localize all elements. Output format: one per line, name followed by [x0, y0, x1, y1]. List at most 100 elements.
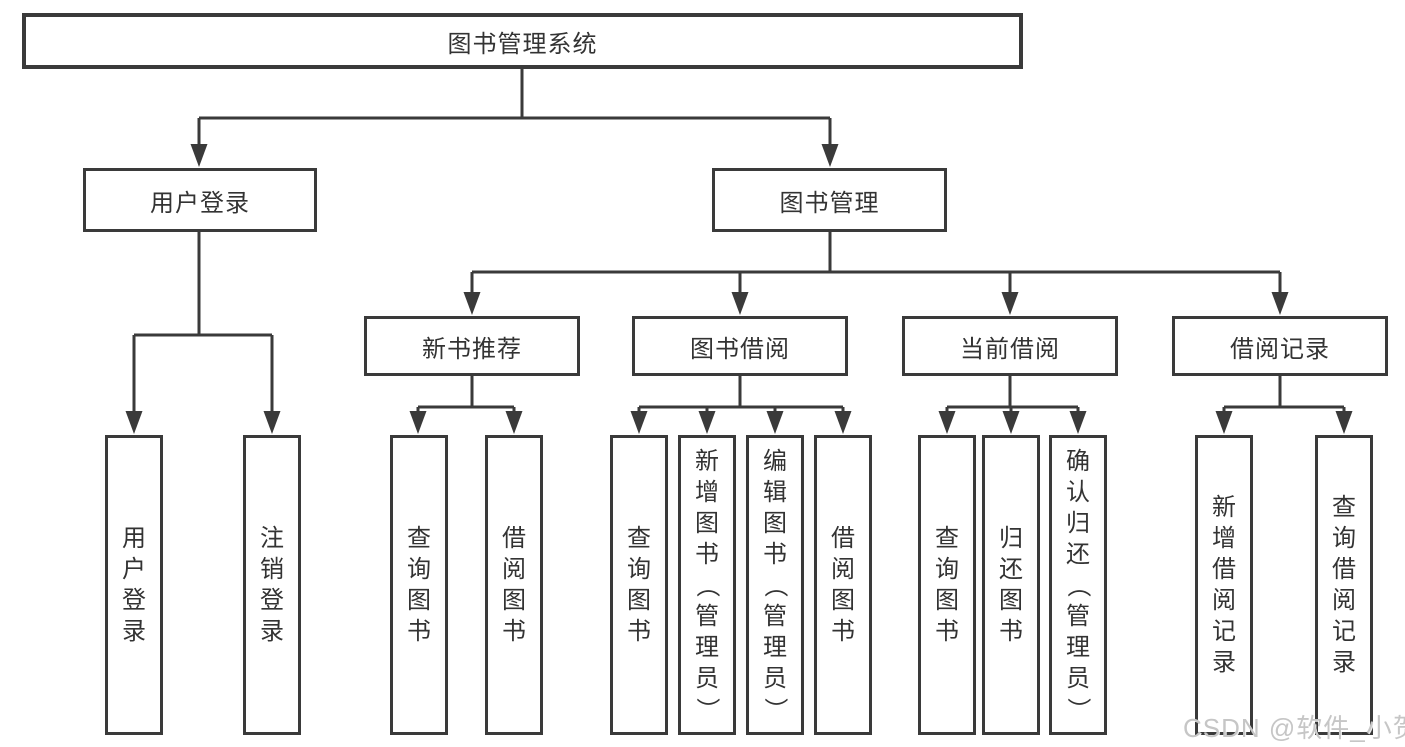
leaf-confirm-return-admin-label: 确认归还（管理员）	[1065, 446, 1092, 725]
vertical-char: 管	[695, 602, 719, 630]
arrowhead	[1271, 292, 1289, 315]
leaf-return-books-label: 归还图书	[999, 523, 1023, 647]
vertical-char: 录	[122, 618, 146, 645]
leaf-edit-books-admin: 编辑图书（管理员）	[746, 435, 804, 735]
connector-user-login-children	[125, 232, 281, 434]
vertical-char: 询	[1332, 525, 1356, 552]
vertical-char: 查	[935, 525, 959, 552]
node-user-login: 用户登录	[83, 168, 317, 232]
leaf-query-books-borrow-label: 查询图书	[627, 523, 651, 647]
leaf-query-books-borrow: 查询图书	[610, 435, 668, 735]
vertical-char: 查	[1332, 494, 1356, 521]
vertical-char: 员	[1066, 664, 1090, 692]
arrowhead	[463, 292, 481, 315]
leaf-query-books-recommend-label: 查询图书	[407, 523, 431, 647]
leaf-edit-books-admin-label: 编辑图书（管理员）	[762, 446, 789, 725]
vertical-char: 还	[999, 556, 1023, 583]
vertical-char: 理	[1066, 633, 1090, 661]
vertical-char: ）	[693, 697, 721, 721]
vertical-char: 管	[1066, 602, 1090, 630]
connector-line	[470, 232, 1282, 295]
connector-borrow-records-children	[1215, 376, 1353, 434]
leaf-confirm-return-admin: 确认归还（管理员）	[1049, 435, 1107, 735]
arrowhead	[834, 411, 852, 434]
node-book-borrow-label: 图书借阅	[690, 335, 790, 363]
node-system-root: 图书管理系统	[22, 13, 1023, 69]
vertical-char: ）	[1064, 697, 1092, 721]
vertical-char: 阅	[1212, 587, 1236, 614]
vertical-char: 借	[502, 525, 526, 552]
leaf-add-borrow-record-label: 新增借阅记录	[1212, 492, 1236, 678]
vertical-char: 书	[407, 618, 431, 645]
leaf-borrow-books: 借阅图书	[814, 435, 872, 735]
arrowhead	[821, 144, 839, 167]
vertical-char: 录	[1212, 649, 1236, 676]
arrowhead	[1001, 292, 1019, 315]
vertical-char: 销	[260, 556, 284, 583]
arrowhead	[1215, 411, 1233, 434]
arrowhead	[125, 411, 143, 434]
connector-line	[1222, 376, 1346, 414]
leaf-user-login: 用户登录	[105, 435, 163, 735]
vertical-char: 阅	[831, 556, 855, 583]
vertical-char: 编	[763, 447, 787, 475]
arrowhead	[731, 292, 749, 315]
leaf-query-borrow-record: 查询借阅记录	[1315, 435, 1373, 735]
arrowhead	[505, 411, 523, 434]
vertical-char: 辑	[763, 478, 787, 506]
leaf-logout: 注销登录	[243, 435, 301, 735]
vertical-char: 员	[763, 664, 787, 692]
vertical-char: 归	[1066, 509, 1090, 537]
node-book-management: 图书管理	[712, 168, 947, 232]
leaf-user-login-label: 用户登录	[122, 523, 146, 647]
connector-book-management-groups	[463, 232, 1289, 315]
vertical-char: 借	[1212, 556, 1236, 583]
leaf-query-books-recommend: 查询图书	[390, 435, 448, 735]
node-borrow-records-label: 借阅记录	[1230, 335, 1330, 363]
node-system-root-label: 图书管理系统	[447, 30, 598, 58]
arrowhead	[766, 411, 784, 434]
vertical-char: 图	[763, 509, 787, 537]
leaf-logout-label: 注销登录	[260, 523, 284, 647]
vertical-char: 图	[502, 587, 526, 614]
vertical-char: 员	[695, 664, 719, 692]
vertical-char: 询	[935, 556, 959, 583]
vertical-char: 书	[999, 618, 1023, 645]
vertical-char: 询	[407, 556, 431, 583]
vertical-char: 确	[1066, 447, 1090, 475]
vertical-char: 阅	[502, 556, 526, 583]
vertical-char: （	[1064, 573, 1092, 597]
vertical-char: （	[693, 573, 721, 597]
leaf-add-books-admin-label: 新增图书（管理员）	[694, 446, 721, 725]
node-borrow-records: 借阅记录	[1172, 316, 1388, 376]
connector-current-borrow-children	[938, 376, 1087, 434]
arrowhead	[698, 411, 716, 434]
arrowhead	[630, 411, 648, 434]
vertical-char: 查	[627, 525, 651, 552]
vertical-char: 记	[1332, 618, 1356, 645]
leaf-query-books-current-label: 查询图书	[935, 523, 959, 647]
vertical-char: 户	[122, 556, 146, 583]
vertical-char: 查	[407, 525, 431, 552]
vertical-char: 借	[1332, 556, 1356, 583]
vertical-char: 图	[999, 587, 1023, 614]
vertical-char: 注	[260, 525, 284, 552]
arrowhead	[1335, 411, 1353, 434]
vertical-char: 书	[627, 618, 651, 645]
vertical-char: 借	[831, 525, 855, 552]
leaf-borrow-books-recommend: 借阅图书	[485, 435, 543, 735]
connector-book-borrow-children	[630, 376, 852, 434]
connector-line	[416, 376, 516, 414]
arrowhead	[263, 411, 281, 434]
arrowhead	[190, 144, 208, 167]
vertical-char: 阅	[1332, 587, 1356, 614]
node-current-borrow: 当前借阅	[902, 316, 1118, 376]
vertical-char: 增	[695, 478, 719, 506]
vertical-char: 理	[695, 633, 719, 661]
vertical-char: 新	[695, 447, 719, 475]
vertical-char: 图	[935, 587, 959, 614]
arrowhead	[409, 411, 427, 434]
connector-new-book-children	[409, 376, 523, 434]
vertical-char: 图	[695, 509, 719, 537]
